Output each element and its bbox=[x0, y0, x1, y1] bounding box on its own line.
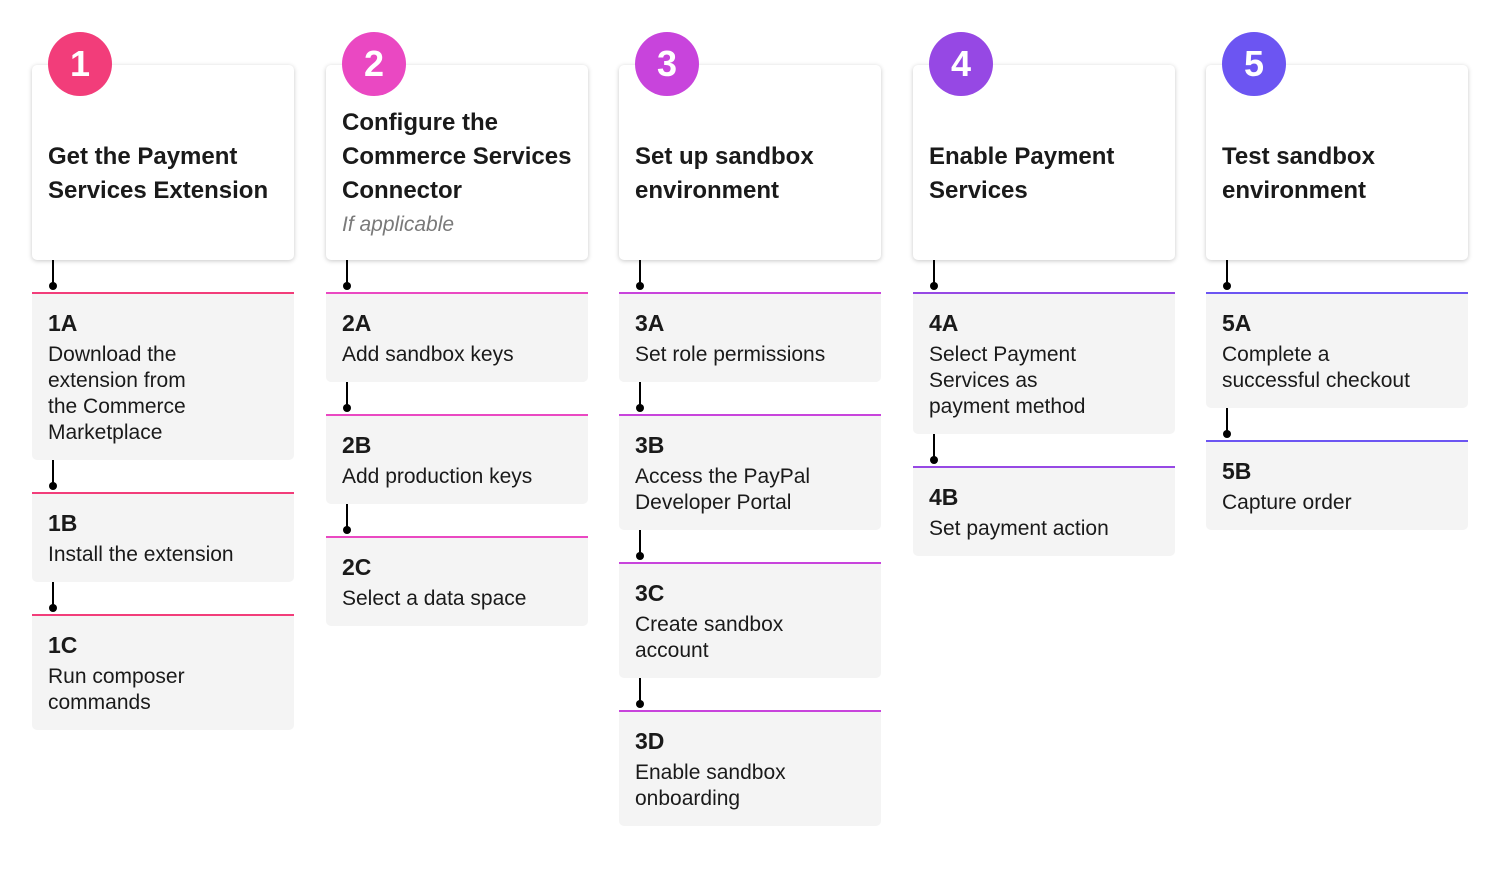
substep-id: 2A bbox=[342, 310, 372, 336]
substep-label: Add sandbox keys bbox=[342, 343, 514, 366]
substep-1b: 1B Install the extension bbox=[32, 492, 294, 582]
substep-4b: 4B Set payment action bbox=[913, 466, 1175, 556]
substep-label: Access the PayPal Developer Portal bbox=[635, 465, 811, 514]
connector bbox=[326, 382, 588, 414]
step-card-1: 1 Get the Payment Services Extension bbox=[32, 32, 294, 260]
substep-label: Select Payment Services as payment metho… bbox=[929, 343, 1086, 418]
substep-2c: 2C Select a data space bbox=[326, 536, 588, 626]
connector bbox=[326, 260, 588, 292]
step-card-2: 2 Configure the Commerce Services Connec… bbox=[326, 32, 588, 260]
substep-id: 2C bbox=[342, 554, 372, 580]
step-card-5: 5 Test sandbox environment bbox=[1206, 32, 1468, 260]
step-title-2: Configure the Commerce Services Connecto… bbox=[342, 108, 572, 204]
substep-id: 3A bbox=[635, 310, 665, 336]
step-badge-5: 5 bbox=[1222, 32, 1286, 96]
substep-label: Create sandbox account bbox=[635, 613, 784, 662]
connector bbox=[32, 582, 294, 614]
substep-id: 1C bbox=[48, 632, 78, 658]
substep-label: Set role permissions bbox=[635, 343, 826, 366]
substep-id: 3C bbox=[635, 580, 665, 606]
step-badge-1: 1 bbox=[48, 32, 112, 96]
connector bbox=[32, 260, 294, 292]
substep-label: Complete a successful checkout bbox=[1222, 343, 1410, 392]
substep-label: Enable sandbox onboarding bbox=[635, 761, 786, 810]
step-note-2: If applicable bbox=[342, 212, 455, 236]
substep-label: Set payment action bbox=[929, 517, 1109, 540]
step-card-4: 4 Enable Payment Services bbox=[913, 32, 1175, 260]
step-title-1: Get the Payment Services Extension bbox=[48, 142, 269, 204]
step-title-3: Set up sandbox environment bbox=[635, 142, 814, 204]
connector bbox=[619, 260, 881, 292]
substep-id: 4B bbox=[929, 484, 959, 510]
step-column-5: 5 Test sandbox environment 5A Complete a… bbox=[1206, 32, 1468, 530]
substep-label: Run composer commands bbox=[48, 665, 185, 714]
substep-1a: 1A Download the extension from the Comme… bbox=[32, 292, 294, 460]
substep-id: 1A bbox=[48, 310, 78, 336]
substep-1c: 1C Run composer commands bbox=[32, 614, 294, 730]
connector bbox=[619, 678, 881, 710]
connector bbox=[619, 530, 881, 562]
substep-label: Select a data space bbox=[342, 587, 527, 610]
substep-id: 4A bbox=[929, 310, 959, 336]
connector bbox=[913, 434, 1175, 466]
step-column-1: 1 Get the Payment Services Extension 1A … bbox=[32, 32, 294, 730]
substep-id: 2B bbox=[342, 432, 372, 458]
substep-2a: 2A Add sandbox keys bbox=[326, 292, 588, 382]
step-column-4: 4 Enable Payment Services 4A Select Paym… bbox=[913, 32, 1175, 556]
substep-id: 5B bbox=[1222, 458, 1252, 484]
substep-label: Add production keys bbox=[342, 465, 533, 488]
substep-4a: 4A Select Payment Services as payment me… bbox=[913, 292, 1175, 434]
step-title-5: Test sandbox environment bbox=[1222, 142, 1375, 204]
substep-2b: 2B Add production keys bbox=[326, 414, 588, 504]
substep-id: 3D bbox=[635, 728, 665, 754]
substep-3c: 3C Create sandbox account bbox=[619, 562, 881, 678]
substep-label: Download the extension from the Commerce… bbox=[48, 343, 186, 444]
connector bbox=[326, 504, 588, 536]
step-card-3: 3 Set up sandbox environment bbox=[619, 32, 881, 260]
substep-3a: 3A Set role permissions bbox=[619, 292, 881, 382]
step-badge-3: 3 bbox=[635, 32, 699, 96]
step-column-2: 2 Configure the Commerce Services Connec… bbox=[326, 32, 588, 626]
connector bbox=[913, 260, 1175, 292]
substep-id: 5A bbox=[1222, 310, 1252, 336]
substep-5b: 5B Capture order bbox=[1206, 440, 1468, 530]
substep-3b: 3B Access the PayPal Developer Portal bbox=[619, 414, 881, 530]
step-badge-2: 2 bbox=[342, 32, 406, 96]
step-title-4: Enable Payment Services bbox=[929, 142, 1115, 204]
connector bbox=[32, 460, 294, 492]
substep-label: Capture order bbox=[1222, 491, 1352, 514]
step-badge-4: 4 bbox=[929, 32, 993, 96]
connector bbox=[619, 382, 881, 414]
substep-3d: 3D Enable sandbox onboarding bbox=[619, 710, 881, 826]
substep-id: 1B bbox=[48, 510, 78, 536]
connector bbox=[1206, 260, 1468, 292]
substep-label: Install the extension bbox=[48, 543, 234, 566]
substep-id: 3B bbox=[635, 432, 665, 458]
substep-5a: 5A Complete a successful checkout bbox=[1206, 292, 1468, 408]
step-column-3: 3 Set up sandbox environment 3A Set role… bbox=[619, 32, 881, 826]
connector bbox=[1206, 408, 1468, 440]
